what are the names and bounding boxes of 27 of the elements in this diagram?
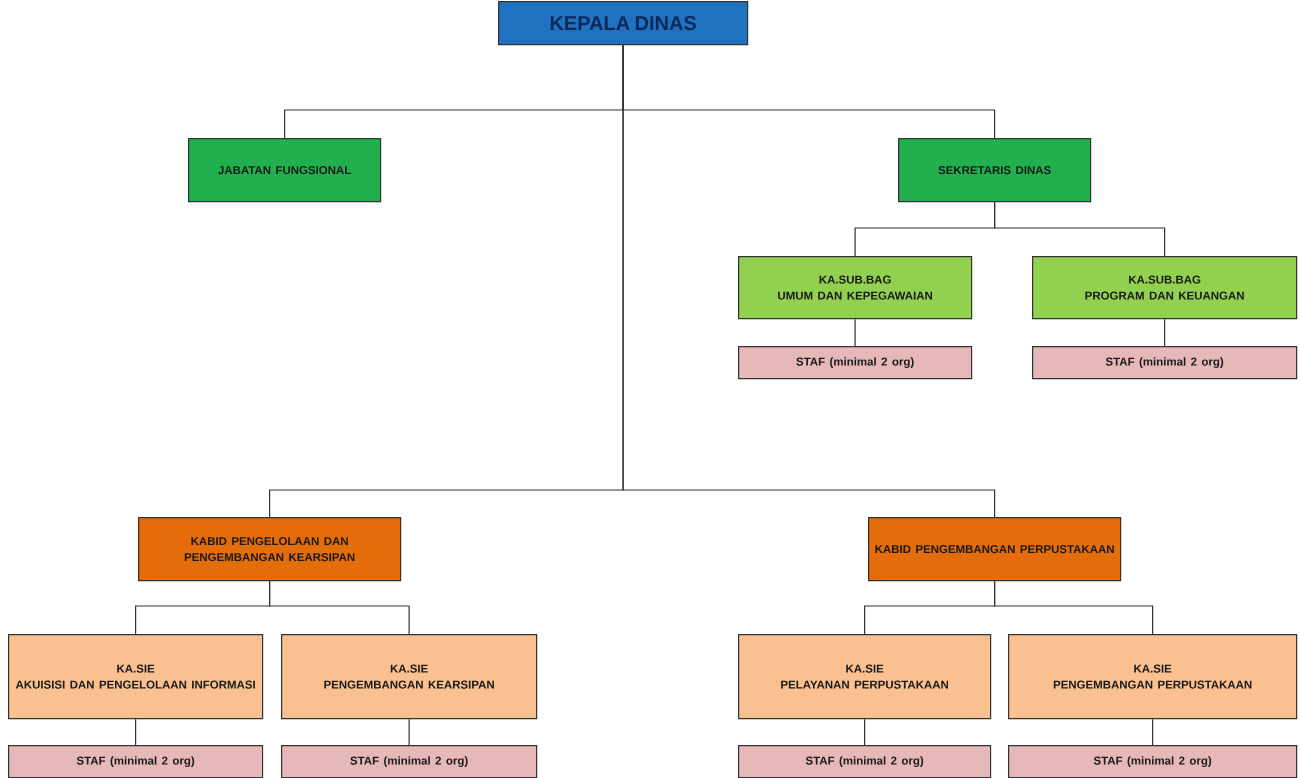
connector-line (269, 580, 410, 635)
connector-line (408, 718, 410, 746)
connector-line (622, 44, 996, 518)
position-box: KA.SIE PELAYANAN PERPUSTAKAAN (738, 634, 992, 720)
connector-line (994, 201, 1166, 257)
connector-line (135, 718, 137, 746)
position-box: KA.SIE PENGEMBANGAN PERPUSTAKAAN (1008, 634, 1298, 720)
position-box: KA.SIE PENGEMBANGAN KEARSIPAN (281, 634, 538, 720)
staff-box: STAF (minimal 2 org) (738, 745, 992, 778)
connector-line (1164, 318, 1166, 347)
connector-line (994, 580, 1154, 635)
position-box: SEKRETARIS DINAS (898, 138, 1092, 203)
position-box: KABID PENGEMBANGAN PERPUSTAKAAN (868, 517, 1122, 582)
connector-line (854, 318, 856, 347)
position-box: KA.SUB.BAG UMUM DAN KEPEGAWAIAN (738, 256, 973, 320)
position-box: KABID PENGELOLAAN DAN PENGEMBANGAN KEARSIPAN (138, 517, 402, 582)
staff-box: STAF (minimal 2 org) (1032, 346, 1298, 380)
connector-line (864, 718, 866, 746)
staff-box: STAF (minimal 2 org) (281, 745, 538, 778)
staff-box: STAF (minimal 2 org) (738, 346, 973, 380)
head-box: KEPALA DINAS (498, 1, 749, 46)
staff-box: STAF (minimal 2 org) (1008, 745, 1298, 778)
position-box: KA.SUB.BAG PROGRAM DAN KEUANGAN (1032, 256, 1298, 320)
position-box: JABATAN FUNGSIONAL (188, 138, 382, 203)
position-box: KA.SIE AKUISISI DAN PENGELOLAAN INFORMASI (8, 634, 264, 720)
staff-box: STAF (minimal 2 org) (8, 745, 264, 778)
connector-line (1152, 718, 1154, 746)
